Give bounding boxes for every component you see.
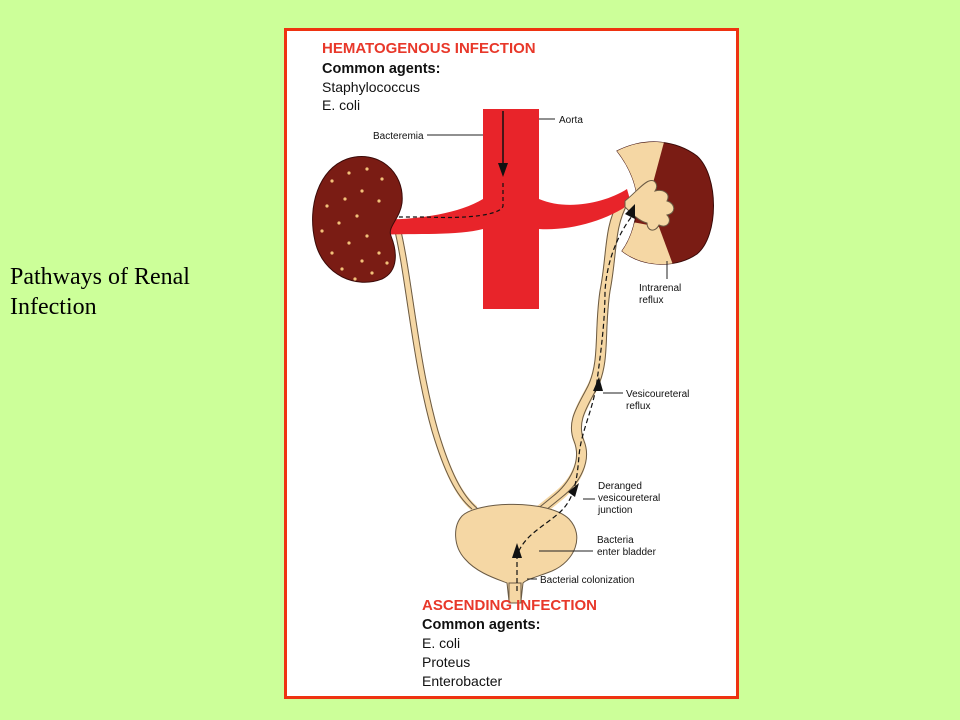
label-vesico-1: Vesicoureteral (626, 389, 689, 400)
agent-e-coli-ascending: E. coli (422, 635, 460, 651)
agent-staphylococcus: Staphylococcus (322, 79, 420, 95)
left-kidney-abscess-dots (320, 167, 389, 281)
ascending-arrowhead-ureter (593, 377, 603, 391)
agent-proteus: Proteus (422, 654, 470, 670)
label-intrarenal-1: Intrarenal (639, 283, 681, 294)
label-bacteremia: Bacteremia (373, 131, 424, 142)
ascending-arrowhead-bladder (512, 543, 522, 558)
right-renal-pelvis (624, 180, 675, 231)
renal-infection-diagram: HEMATOGENOUS INFECTION Common agents: St… (312, 40, 717, 689)
right-renal-artery (539, 189, 631, 230)
hematogenous-agents-label: Common agents: (322, 61, 440, 77)
label-aorta: Aorta (559, 115, 583, 126)
label-intrarenal-2: reflux (639, 295, 663, 306)
slide-title: Pathways of Renal Infection (10, 264, 190, 320)
left-ureter (393, 226, 478, 512)
label-deranged-2: vesicoureteral (598, 493, 660, 504)
ascending-agents-label: Common agents: (422, 617, 540, 633)
bacteremia-path (383, 183, 504, 219)
renal-infection-figure: HEMATOGENOUS INFECTION Common agents: St… (284, 28, 739, 699)
ascending-heading: ASCENDING INFECTION (422, 597, 597, 614)
ascending-path (516, 215, 633, 591)
ascending-arrowhead-junction (568, 483, 579, 497)
hematogenous-heading: HEMATOGENOUS INFECTION (322, 40, 536, 57)
label-deranged-1: Deranged (598, 481, 642, 492)
ascending-arrowhead-kidney (625, 204, 635, 219)
label-bacterial-colonization: Bacterial colonization (540, 575, 635, 586)
label-deranged-3: junction (597, 505, 632, 516)
hematogenous-arrowhead (498, 163, 508, 177)
label-bacteria-1: Bacteria (597, 535, 634, 546)
label-vesico-2: reflux (626, 401, 650, 412)
agent-enterobacter: Enterobacter (422, 673, 502, 689)
left-kidney (312, 156, 403, 283)
urethra (508, 582, 522, 604)
label-bacteria-2: enter bladder (597, 547, 657, 558)
aorta (483, 109, 539, 309)
agent-e-coli-hematogenous: E. coli (322, 97, 360, 113)
